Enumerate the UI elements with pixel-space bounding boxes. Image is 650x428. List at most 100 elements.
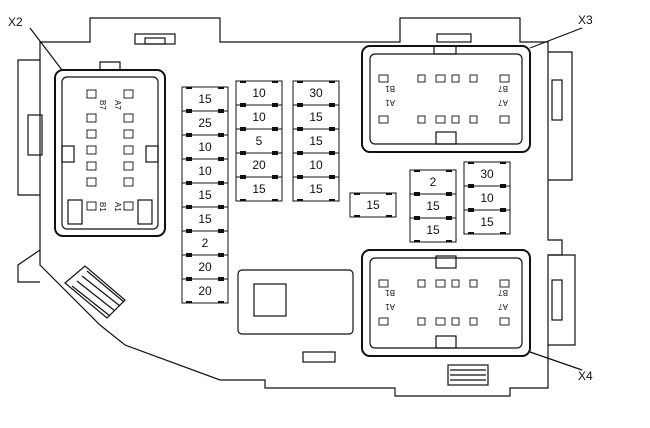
fuse-col4-0-blade-2 bbox=[414, 192, 420, 194]
fuse-col4-0-blade-1 bbox=[446, 170, 452, 172]
fuse-col2-0-blade-0 bbox=[240, 81, 246, 83]
x2-leader bbox=[29, 27, 63, 71]
fuse-col2-4: 15 bbox=[235, 176, 283, 202]
bottom-left-latch bbox=[64, 265, 126, 319]
fuse-col1-5-blade-3 bbox=[218, 229, 224, 231]
fuse-col4-1-blade-0 bbox=[414, 194, 420, 196]
fuse-col2-4-blade-0 bbox=[240, 177, 246, 179]
x4-label-b1: B1 bbox=[385, 288, 395, 297]
fuse-col1-6-blade-3 bbox=[218, 253, 224, 255]
fuse-col4-2-blade-0 bbox=[414, 218, 420, 220]
fuse-single-blade-1 bbox=[386, 193, 392, 195]
fuse-col1-1-blade-3 bbox=[218, 133, 224, 135]
fuse-col5-1-blade-1 bbox=[500, 186, 506, 188]
fuse-col1-7-blade-0 bbox=[186, 255, 192, 257]
fuse-col1-1-blade-2 bbox=[186, 133, 192, 135]
fuse-col3-0-blade-1 bbox=[329, 81, 335, 83]
connector-x3 bbox=[361, 45, 531, 153]
fuse-col4-0: 2 bbox=[409, 169, 457, 195]
fuse-col5-2: 15 bbox=[463, 209, 511, 235]
fuse-single-rating: 15 bbox=[366, 198, 380, 212]
fuse-col3-2-rating: 15 bbox=[309, 134, 323, 148]
fuse-col1-0-blade-1 bbox=[218, 87, 224, 89]
fuse-col1-3-blade-2 bbox=[186, 181, 192, 183]
fuse-col1-1-blade-0 bbox=[186, 111, 192, 113]
fuse-col3-1-blade-0 bbox=[297, 105, 303, 107]
right-clip-lower bbox=[551, 279, 563, 321]
fuse-col1-3-blade-3 bbox=[218, 181, 224, 183]
x2-pins: B7 A7 B1 A1 bbox=[86, 89, 134, 212]
fuse-col1-7-blade-2 bbox=[186, 277, 192, 279]
fuse-col1-6-blade-1 bbox=[218, 231, 224, 233]
fuse-col5-2-rating: 15 bbox=[480, 215, 494, 229]
x4-pins: B1 A1 B7 A7 bbox=[378, 279, 510, 326]
fuse-col1-0-blade-0 bbox=[186, 87, 192, 89]
fuse-col1-1-blade-1 bbox=[218, 111, 224, 113]
fuse-col4-0-blade-0 bbox=[414, 170, 420, 172]
right-clip-upper bbox=[551, 79, 563, 121]
fuse-col4-2-blade-3 bbox=[446, 240, 452, 242]
x4-label-a1: A1 bbox=[385, 302, 395, 311]
fuse-col2-0-blade-3 bbox=[272, 103, 278, 105]
fuse-col2-3-blade-0 bbox=[240, 153, 246, 155]
left-tab-upper bbox=[17, 59, 40, 196]
fuse-col4-1-blade-1 bbox=[446, 194, 452, 196]
x3-label-b1: B1 bbox=[385, 84, 395, 93]
fuse-col1-0-blade-2 bbox=[186, 109, 192, 111]
fuse-col1-6: 2 bbox=[181, 230, 229, 256]
fuse-col3-1-blade-3 bbox=[329, 127, 335, 129]
connector-x4 bbox=[361, 249, 531, 357]
callout-x3: X3 bbox=[578, 13, 593, 27]
fuse-col1-2-rating: 10 bbox=[198, 140, 212, 154]
x2-label-a7: A7 bbox=[113, 100, 122, 110]
relay-cavity-inner bbox=[253, 283, 287, 317]
fuse-col1-4-blade-2 bbox=[186, 205, 192, 207]
fuse-col1-1-rating: 25 bbox=[198, 116, 212, 130]
fuse-col2-4-blade-3 bbox=[272, 199, 278, 201]
x4-label-a7: A7 bbox=[498, 302, 508, 311]
fuse-col2-3-blade-3 bbox=[272, 175, 278, 177]
fuse-col2-3-rating: 20 bbox=[252, 158, 266, 172]
fuse-col5-0-blade-3 bbox=[500, 184, 506, 186]
fuse-col1-4-rating: 15 bbox=[198, 188, 212, 202]
x2-label-a1: A1 bbox=[113, 202, 122, 212]
fuse-col1-8: 20 bbox=[181, 278, 229, 304]
bottom-clip-striped bbox=[447, 364, 489, 386]
fuse-col5-1: 10 bbox=[463, 185, 511, 211]
fuse-col1-7-blade-3 bbox=[218, 277, 224, 279]
fuse-col3-4-rating: 15 bbox=[309, 182, 323, 196]
fuse-col1-0-rating: 15 bbox=[198, 92, 212, 106]
fuse-col5-2-blade-0 bbox=[468, 210, 474, 212]
fuse-col5-2-body bbox=[463, 209, 511, 235]
fuse-col2-3-blade-1 bbox=[272, 153, 278, 155]
fuse-col3-0-blade-0 bbox=[297, 81, 303, 83]
fuse-col5-1-blade-2 bbox=[468, 208, 474, 210]
x2-label-b1: B1 bbox=[98, 202, 107, 212]
fuse-col4-2: 15 bbox=[409, 217, 457, 243]
fuse-single-blade-2 bbox=[354, 215, 360, 217]
fuse-col1-5-blade-0 bbox=[186, 207, 192, 209]
fuse-col3-4-blade-1 bbox=[329, 177, 335, 179]
x3-leader bbox=[529, 27, 583, 49]
fuse-col3-2-blade-0 bbox=[297, 129, 303, 131]
fuse-col2-2-blade-2 bbox=[240, 151, 246, 153]
bottom-clip-small bbox=[302, 351, 336, 363]
fuse-col2-0-rating: 10 bbox=[252, 86, 266, 100]
callout-x2: X2 bbox=[8, 15, 23, 29]
fuse-col1-3-blade-1 bbox=[218, 159, 224, 161]
fuse-col1-2-blade-0 bbox=[186, 135, 192, 137]
fuse-col2-4-blade-1 bbox=[272, 177, 278, 179]
fuse-col3-2: 15 bbox=[292, 128, 340, 154]
fuse-col5-1-blade-0 bbox=[468, 186, 474, 188]
fuse-col1-5-blade-2 bbox=[186, 229, 192, 231]
top-clip-left bbox=[134, 33, 176, 45]
fuse-col5-0-blade-1 bbox=[500, 162, 506, 164]
fuse-col1-8-blade-1 bbox=[218, 279, 224, 281]
fuse-single: 15 bbox=[349, 192, 397, 218]
fuse-col2-3-blade-2 bbox=[240, 175, 246, 177]
top-clip-left-inner bbox=[144, 37, 166, 45]
x3-pins: B1 A1 B7 A7 bbox=[378, 74, 510, 124]
fuse-single-blade-0 bbox=[354, 193, 360, 195]
fuse-col4-1-blade-3 bbox=[446, 216, 452, 218]
